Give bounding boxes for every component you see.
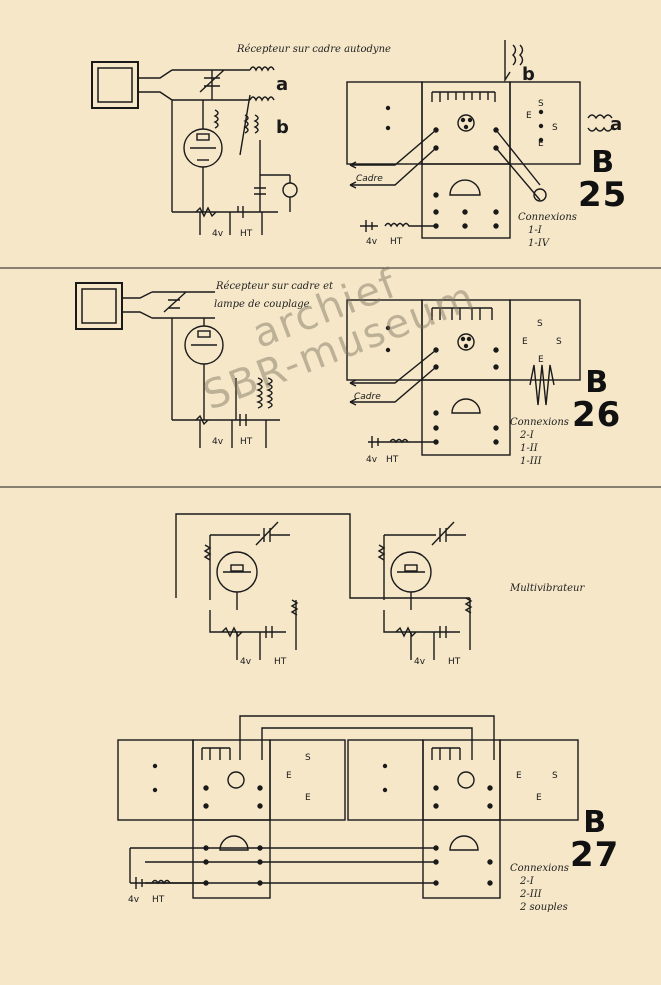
frame-arrow-label: Cadre bbox=[354, 392, 381, 402]
coil-icon bbox=[243, 114, 259, 134]
supply-label-4v: 4v bbox=[212, 229, 224, 239]
connections-title: Connexions bbox=[510, 863, 569, 874]
headphone-icon bbox=[282, 182, 298, 198]
coil-icon bbox=[213, 109, 219, 129]
frame-arrow-label: Cadre bbox=[356, 174, 383, 184]
b25-chassis bbox=[346, 40, 613, 239]
plate-letter: B bbox=[591, 145, 615, 180]
multivibrator-caption: Multivibrateur bbox=[510, 583, 585, 594]
supply-label-ht: HT bbox=[152, 895, 165, 905]
connections-title: Connexions bbox=[510, 417, 569, 428]
supply-label-4v: 4v bbox=[128, 895, 140, 905]
supply-label-ht: HT bbox=[240, 437, 253, 447]
coil-label-b: b bbox=[522, 64, 535, 85]
supply-label-ht: HT bbox=[274, 657, 287, 667]
connection-item: 2 souples bbox=[520, 902, 568, 913]
terminal-label-e: E bbox=[516, 771, 522, 781]
connection-item: 2-III bbox=[520, 889, 542, 900]
terminal-label-e: E bbox=[538, 355, 544, 365]
b27-connections: Connexions 2-I 2-III 2 souples bbox=[510, 862, 569, 914]
supply-label-ht: HT bbox=[386, 455, 399, 465]
plate-number: 26 bbox=[572, 395, 622, 435]
terminal-label-e: E bbox=[536, 793, 542, 803]
connection-item: 1-IV bbox=[528, 238, 549, 249]
terminal-label-s: S bbox=[538, 99, 544, 109]
terminal-label-s: S bbox=[305, 753, 311, 763]
b25-connections: Connexions 1-I 1-IV bbox=[518, 211, 577, 250]
multivibrator-circuit bbox=[175, 513, 473, 660]
plate-number: 27 bbox=[570, 835, 620, 875]
b26-chassis bbox=[346, 299, 581, 456]
plate-number: 25 bbox=[578, 175, 628, 215]
terminal-label-e: E bbox=[526, 111, 532, 121]
supply-label-4v: 4v bbox=[366, 455, 378, 465]
coil-icon bbox=[249, 66, 275, 102]
terminal-label-s: S bbox=[556, 337, 562, 347]
coil-icon bbox=[256, 377, 273, 409]
coil-label-b: b bbox=[276, 117, 289, 138]
connection-item: 1-II bbox=[520, 443, 538, 454]
terminal-label-s: S bbox=[537, 319, 543, 329]
plate-number-b25: B 25 bbox=[578, 145, 628, 215]
plate-letter: B bbox=[585, 365, 609, 400]
supply-label-4v: 4v bbox=[366, 237, 378, 247]
b25-circuit bbox=[91, 61, 298, 235]
supply-label-ht: HT bbox=[448, 657, 461, 667]
terminal-label-e: E bbox=[522, 337, 528, 347]
b26-connections: Connexions 2-I 1-II 1-III bbox=[510, 416, 569, 468]
b26-caption-line2: lampe de couplage bbox=[214, 299, 310, 310]
supply-label-4v: 4v bbox=[212, 437, 224, 447]
frame-antenna-icon bbox=[91, 61, 139, 109]
connection-item: 2-I bbox=[520, 430, 534, 441]
connection-item: 1-I bbox=[528, 225, 542, 236]
b26-circuit bbox=[75, 282, 280, 448]
connection-item: 2-I bbox=[520, 876, 534, 887]
b25-caption: Récepteur sur cadre autodyne bbox=[237, 44, 391, 55]
b26-caption-line1: Récepteur sur cadre et bbox=[216, 281, 334, 292]
b27-chassis bbox=[117, 715, 579, 899]
supply-label-4v: 4v bbox=[240, 657, 252, 667]
coil-label-a: a bbox=[276, 74, 288, 95]
terminal-label-s: S bbox=[552, 771, 558, 781]
connection-item: 1-III bbox=[520, 456, 542, 467]
supply-label-ht: HT bbox=[240, 229, 253, 239]
frame-antenna-icon bbox=[75, 282, 123, 330]
terminal-label-e: E bbox=[538, 139, 544, 149]
supply-label-ht: HT bbox=[390, 237, 403, 247]
supply-label-4v: 4v bbox=[414, 657, 426, 667]
plate-number-b27: B 27 bbox=[570, 805, 620, 875]
terminal-label-e: E bbox=[305, 793, 311, 803]
connections-title: Connexions bbox=[518, 212, 577, 223]
plate-letter: B bbox=[583, 805, 607, 840]
coil-label-a: a bbox=[610, 114, 622, 135]
terminal-label-e: E bbox=[286, 771, 292, 781]
terminal-label-s: S bbox=[552, 123, 558, 133]
plate-number-b26: B 26 bbox=[572, 365, 622, 435]
